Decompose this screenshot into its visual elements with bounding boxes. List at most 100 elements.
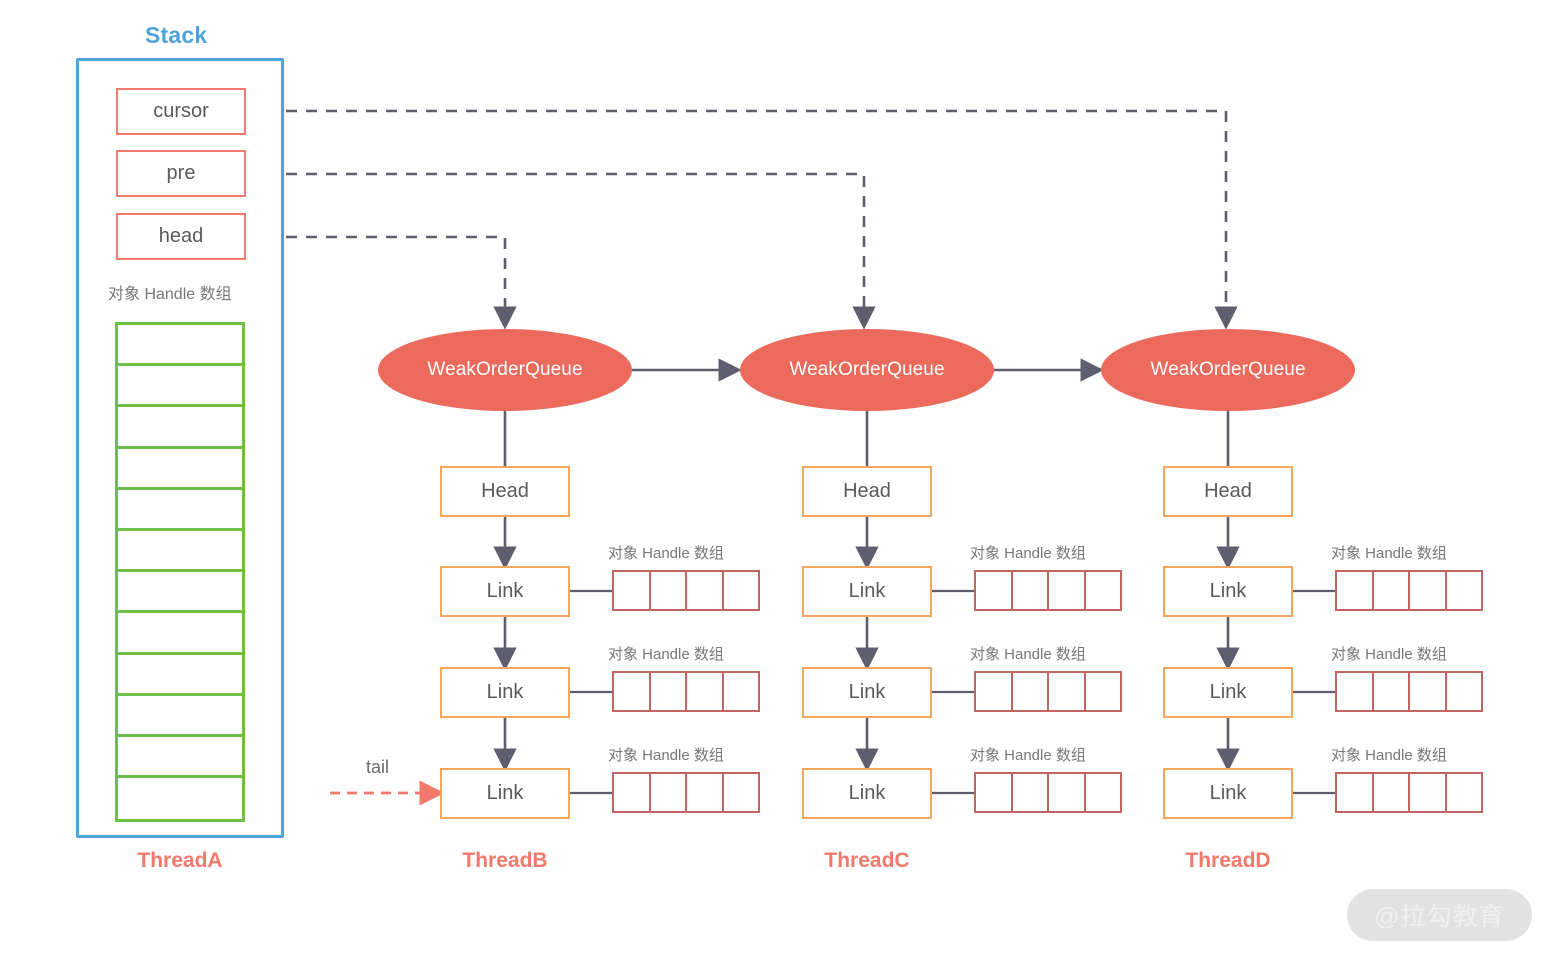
handle-array-threadB-0 [612, 570, 760, 611]
stack-handle-cell [118, 655, 242, 696]
weak-order-queue-title: WeakOrderQueue [789, 359, 945, 380]
handle-array-threadC-0 [974, 570, 1122, 611]
watermark: @拉勾教育 [1347, 889, 1532, 941]
handle-cell [1337, 572, 1374, 609]
handle-cell [1049, 673, 1086, 710]
weak-order-queue-threadC[interactable]: WeakOrderQueue [740, 329, 994, 411]
handle-cell [976, 774, 1013, 811]
wire-head-to-threadB [246, 235, 517, 330]
handle-cell [1374, 572, 1410, 609]
stack-handle-cell [118, 325, 242, 367]
node-label: Link [1209, 681, 1247, 703]
node-label: Link [1209, 782, 1247, 804]
stack-pointer-pre[interactable]: pre [116, 150, 246, 197]
queue-link-node-threadB-1[interactable]: Link [440, 566, 570, 617]
stack-handle-array [115, 322, 245, 823]
stack-handle-cell [118, 613, 242, 655]
stack-handle-cell [118, 531, 242, 573]
handle-cell [1013, 572, 1049, 609]
handle-array-threadD-0 [1335, 570, 1483, 611]
queue-link-node-threadB-3[interactable]: Link [440, 768, 570, 819]
handle-cell [1086, 774, 1121, 811]
handle-array-threadC-1 [974, 671, 1122, 712]
stack-handle-cell [118, 449, 242, 490]
queue-link-node-threadD-2[interactable]: Link [1163, 667, 1293, 718]
queue-link-node-threadC-3[interactable]: Link [802, 768, 932, 819]
handle-cell [724, 673, 759, 710]
handle-array-threadC-2 [974, 772, 1122, 813]
handle-array-label-threadC-1: 对象 Handle 数组 [970, 646, 1086, 663]
node-label: Link [486, 782, 524, 804]
stack-pointer-head-label: head [158, 225, 204, 247]
queue-link-node-threadC-1[interactable]: Link [802, 566, 932, 617]
handle-cell [651, 673, 687, 710]
node-label: Link [486, 580, 524, 602]
stack-handle-cell [118, 696, 242, 737]
queue-link-node-threadD-3[interactable]: Link [1163, 768, 1293, 819]
thread-label-threadD: ThreadD [1185, 849, 1271, 872]
node-label: Link [848, 580, 886, 602]
handle-cell [976, 572, 1013, 609]
handle-cell [614, 673, 651, 710]
handle-cell [614, 572, 651, 609]
handle-cell [724, 572, 759, 609]
queue-head-node-threadB-0[interactable]: Head [440, 466, 570, 517]
weak-order-queue-title: WeakOrderQueue [427, 359, 583, 380]
queue-head-node-threadD-0[interactable]: Head [1163, 466, 1293, 517]
handle-cell [687, 572, 724, 609]
handle-cell [1410, 774, 1447, 811]
thread-label-threadC: ThreadC [824, 849, 910, 872]
node-label: Link [848, 681, 886, 703]
handle-cell [1337, 673, 1374, 710]
handle-cell [1410, 572, 1447, 609]
handle-array-threadD-1 [1335, 671, 1483, 712]
stack-handle-cell [118, 737, 242, 779]
node-label: Link [848, 782, 886, 804]
handle-cell [1447, 572, 1482, 609]
queue-link-node-threadB-2[interactable]: Link [440, 667, 570, 718]
handle-cell [1013, 774, 1049, 811]
handle-array-label-threadB-0: 对象 Handle 数组 [608, 545, 724, 562]
stack-handle-cell [118, 572, 242, 614]
handle-array-label-threadC-2: 对象 Handle 数组 [970, 747, 1086, 764]
tail-label: tail [366, 757, 390, 777]
handle-cell [976, 673, 1013, 710]
stack-handle-cell [118, 407, 242, 449]
thread-label-a: ThreadA [137, 849, 223, 872]
handle-cell [651, 572, 687, 609]
handle-array-threadB-2 [612, 772, 760, 813]
handle-array-threadB-1 [612, 671, 760, 712]
handle-cell [687, 774, 724, 811]
handle-cell [614, 774, 651, 811]
handle-cell [724, 774, 759, 811]
stack-title: Stack [145, 22, 208, 48]
wire-cursor-to-threadD [246, 109, 1238, 330]
handle-cell [1447, 673, 1482, 710]
handle-array-label-threadB-2: 对象 Handle 数组 [608, 747, 724, 764]
stack-handle-array-label: 对象 Handle 数组 [108, 286, 232, 303]
handle-cell [1086, 673, 1121, 710]
handle-array-label-threadB-1: 对象 Handle 数组 [608, 646, 724, 663]
stack-pointer-head[interactable]: head [116, 213, 246, 260]
handle-cell [1013, 673, 1049, 710]
node-label: Link [486, 681, 524, 703]
handle-cell [1374, 774, 1410, 811]
node-label: Link [1209, 580, 1247, 602]
handle-array-label-threadD-0: 对象 Handle 数组 [1331, 545, 1447, 562]
node-label: Head [1204, 480, 1252, 502]
handle-array-label-threadD-1: 对象 Handle 数组 [1331, 646, 1447, 663]
handle-cell [687, 673, 724, 710]
queue-link-node-threadC-2[interactable]: Link [802, 667, 932, 718]
node-label: Head [481, 480, 529, 502]
handle-array-threadD-2 [1335, 772, 1483, 813]
handle-cell [1049, 572, 1086, 609]
stack-pointer-cursor[interactable]: cursor [116, 88, 246, 135]
weak-order-queue-threadD[interactable]: WeakOrderQueue [1101, 329, 1355, 411]
queue-link-node-threadD-1[interactable]: Link [1163, 566, 1293, 617]
queue-head-node-threadC-0[interactable]: Head [802, 466, 932, 517]
weak-order-queue-threadB[interactable]: WeakOrderQueue [378, 329, 632, 411]
watermark-text: @拉勾教育 [1374, 903, 1505, 931]
thread-label-threadB: ThreadB [462, 849, 548, 872]
weak-order-queue-title: WeakOrderQueue [1150, 359, 1306, 380]
